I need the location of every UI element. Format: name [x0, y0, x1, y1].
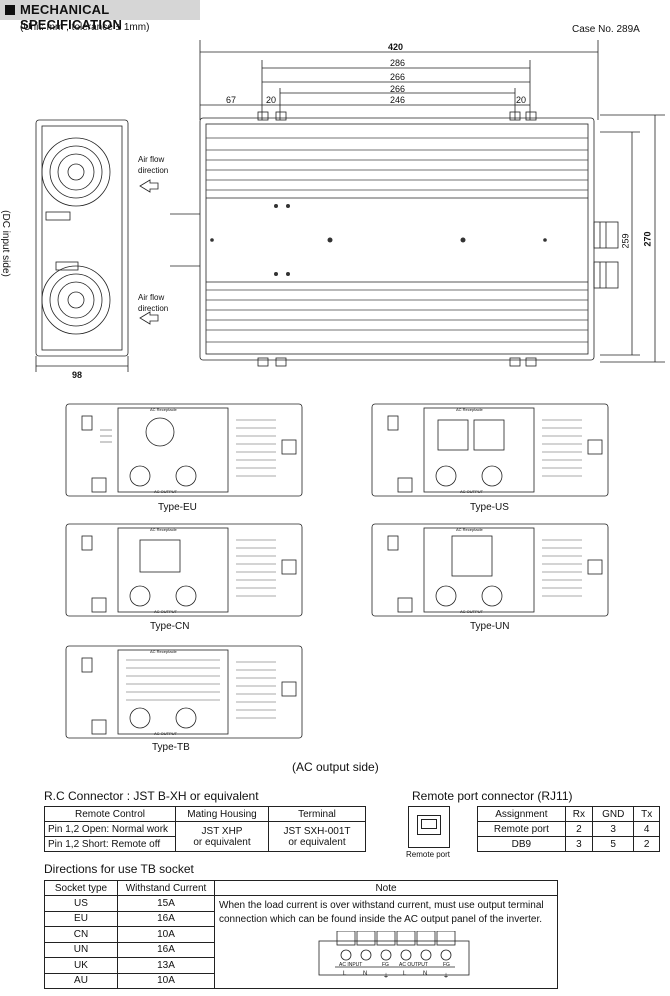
tb-socket-cell: US [44, 895, 118, 912]
tb-label-ac-output: AC OUTPUT [399, 962, 428, 968]
dim-98: 98 [72, 370, 83, 380]
panel-type-cn: Type-CN [150, 621, 190, 632]
case-number: Case No. 289A [572, 24, 640, 35]
panel-type-us: Type-US [470, 502, 509, 513]
rp-cell: 3 [591, 821, 635, 837]
page-title: MECHANICAL SPECIFICATION [20, 2, 123, 32]
rc-connector-table: Remote Control Mating Housing Terminal P… [44, 806, 366, 852]
rp-header-tx: Tx [633, 806, 660, 822]
tb-header-note: Note [214, 880, 558, 896]
tb-socket-table: Socket type Withstand Current Note US 15… [44, 880, 558, 989]
terminal-block-diagram: AC INPUT FG AC OUTPUT FG L N ⏚ L N ⏚ [219, 927, 553, 985]
section-header: MECHANICAL SPECIFICATION [0, 0, 200, 32]
rp-cell: DB9 [477, 836, 566, 852]
tb-header-socket: Socket type [44, 880, 118, 896]
panel-type-eu: Type-EU [158, 502, 197, 513]
remote-port-table: Assignment Rx GND Tx Remote port 2 3 4 D… [477, 806, 660, 852]
dim-259: 259 [620, 233, 631, 249]
tb-current-cell: 10A [117, 972, 215, 989]
dim-266-b: 266 [390, 84, 406, 94]
remote-port-icon-label: Remote port [406, 850, 451, 859]
tb-label-ac-input: AC INPUT [339, 962, 363, 968]
dim-246: 246 [390, 95, 406, 105]
tb-socket-cell: CN [44, 926, 118, 943]
air-flow-label-top: Air flow direction [138, 155, 169, 175]
tb-current-cell: 16A [117, 941, 215, 958]
tb-label-fg-2: FG [443, 962, 450, 968]
tb-header-current: Withstand Current [117, 880, 215, 896]
rp-cell: 3 [564, 836, 594, 852]
rp-header-rx: Rx [564, 806, 594, 822]
dim-420: 420 [388, 42, 404, 52]
tb-pin-ground-1: ⏚ [383, 974, 390, 980]
ac-receptacle-label-tb: AC Receptacle [150, 649, 177, 654]
rp-header-assignment: Assignment [477, 806, 566, 822]
ac-receptacle-label-cn: AC Receptacle [150, 527, 177, 532]
rp-header-gnd: GND [591, 806, 635, 822]
ac-output-label-cn: AC OUTPUT [154, 609, 178, 614]
terminal-block-icon [318, 931, 470, 976]
dc-input-side-label: (DC input side) [0, 210, 11, 277]
ac-receptacle-label-un: AC Receptacle [456, 527, 483, 532]
rp-cell: 2 [564, 821, 594, 837]
rc-header-terminal: Terminal [268, 806, 366, 822]
tb-socket-cell: UN [44, 941, 118, 958]
rp-cell: 5 [591, 836, 635, 852]
tb-pin-n-1: N [363, 971, 368, 977]
rc-housing: JST XHP or equivalent [175, 821, 269, 852]
tb-current-cell: 15A [117, 895, 215, 912]
dim-20-a: 20 [266, 95, 277, 105]
dim-270: 270 [642, 231, 653, 247]
tb-socket-cell: AU [44, 972, 118, 989]
rp-cell: 2 [633, 836, 660, 852]
tb-current-cell: 10A [117, 926, 215, 943]
rc-row-open: Pin 1,2 Open: Normal work [44, 821, 176, 837]
ac-output-side-label: (AC output side) [292, 760, 379, 774]
ac-output-label-tb: AC OUTPUT [154, 731, 178, 736]
remote-port-title: Remote port connector (RJ11) [412, 789, 573, 803]
rc-header-housing: Mating Housing [175, 806, 269, 822]
ac-output-label-eu: AC OUTPUT [154, 489, 178, 494]
tb-socket-cell: UK [44, 957, 118, 974]
tb-pin-l-1: L [343, 971, 347, 977]
tb-pin-l-2: L [403, 971, 407, 977]
rp-cell: 4 [633, 821, 660, 837]
rc-header-remote: Remote Control [44, 806, 176, 822]
panel-type-tb: Type-TB [152, 742, 190, 753]
header-square-icon [5, 5, 15, 15]
tb-socket-title: Directions for use TB socket [44, 862, 194, 876]
tb-current-cell: 16A [117, 910, 215, 927]
dim-286: 286 [390, 58, 406, 68]
air-flow-label-bottom: Air flow direction [138, 293, 169, 313]
rc-row-short: Pin 1,2 Short: Remote off [44, 836, 176, 852]
tb-label-fg-1: FG [382, 962, 389, 968]
tb-socket-cell: EU [44, 910, 118, 927]
ac-output-label-us: AC OUTPUT [460, 489, 484, 494]
dim-67: 67 [226, 95, 237, 105]
unit-note: (Unit: mm , tolerance ± 1mm) [20, 22, 150, 33]
dim-20-b: 20 [516, 95, 527, 105]
rc-terminal: JST SXH-001T or equivalent [268, 821, 366, 852]
tb-pin-ground-2: ⏚ [443, 974, 450, 980]
ac-receptacle-label-us: AC Receptacle [456, 407, 483, 412]
ac-receptacle-label-eu: AC Receptacle [150, 407, 177, 412]
rc-connector-title: R.C Connector : JST B-XH or equivalent [44, 789, 259, 803]
tb-note-cell: When the load current is over withstand … [214, 895, 558, 989]
ac-output-label-un: AC OUTPUT [460, 609, 484, 614]
tb-current-cell: 13A [117, 957, 215, 974]
dim-266-a: 266 [390, 72, 406, 82]
tb-note-text: When the load current is over withstand … [219, 900, 544, 925]
rj11-port-icon [408, 806, 450, 848]
panel-type-un: Type-UN [470, 621, 510, 632]
tb-pin-n-2: N [423, 971, 428, 977]
rp-cell: Remote port [477, 821, 566, 837]
